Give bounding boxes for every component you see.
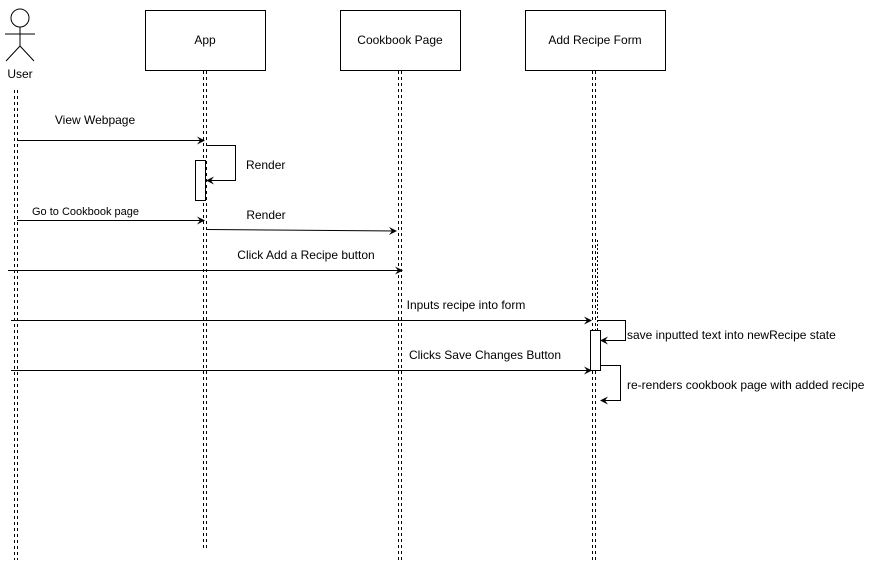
app-activation-bar: [195, 160, 206, 201]
clicks-save-label: Clicks Save Changes Button: [409, 348, 561, 362]
form-lifeline: [592, 71, 596, 560]
app-lifeline: [203, 71, 207, 550]
render-cookbook-arrow: [206, 226, 397, 235]
render-self-arrow: [206, 145, 236, 185]
form-activation-bar: [590, 330, 601, 371]
app-participant-label: App: [194, 33, 216, 47]
render-self-label: Render: [246, 158, 285, 172]
cookbook-participant-label: Cookbook Page: [357, 33, 443, 47]
cookbook-lifeline: [398, 71, 402, 560]
inputs-recipe-label: Inputs recipe into form: [407, 298, 526, 312]
rerenders-label: re-renders cookbook page with added reci…: [627, 378, 865, 392]
go-to-cookbook-label: Go to Cookbook page: [32, 206, 139, 218]
rerenders-self-arrow: [600, 365, 621, 405]
form-participant-label: Add Recipe Form: [548, 33, 641, 47]
app-participant-box: [145, 10, 266, 71]
cookbook-participant-box: [340, 10, 461, 71]
user-lifeline: [14, 90, 18, 560]
save-inputted-self-arrow: [597, 320, 626, 345]
user-actor: [5, 8, 35, 62]
user-actor-label: User: [7, 67, 32, 81]
save-inputted-label: save inputted text into newRecipe state: [627, 328, 836, 342]
view-webpage-label: View Webpage: [55, 113, 136, 127]
render-cookbook-label: Render: [246, 208, 285, 222]
click-add-recipe-label: Click Add a Recipe button: [237, 248, 374, 262]
form-participant-box: [525, 10, 666, 71]
